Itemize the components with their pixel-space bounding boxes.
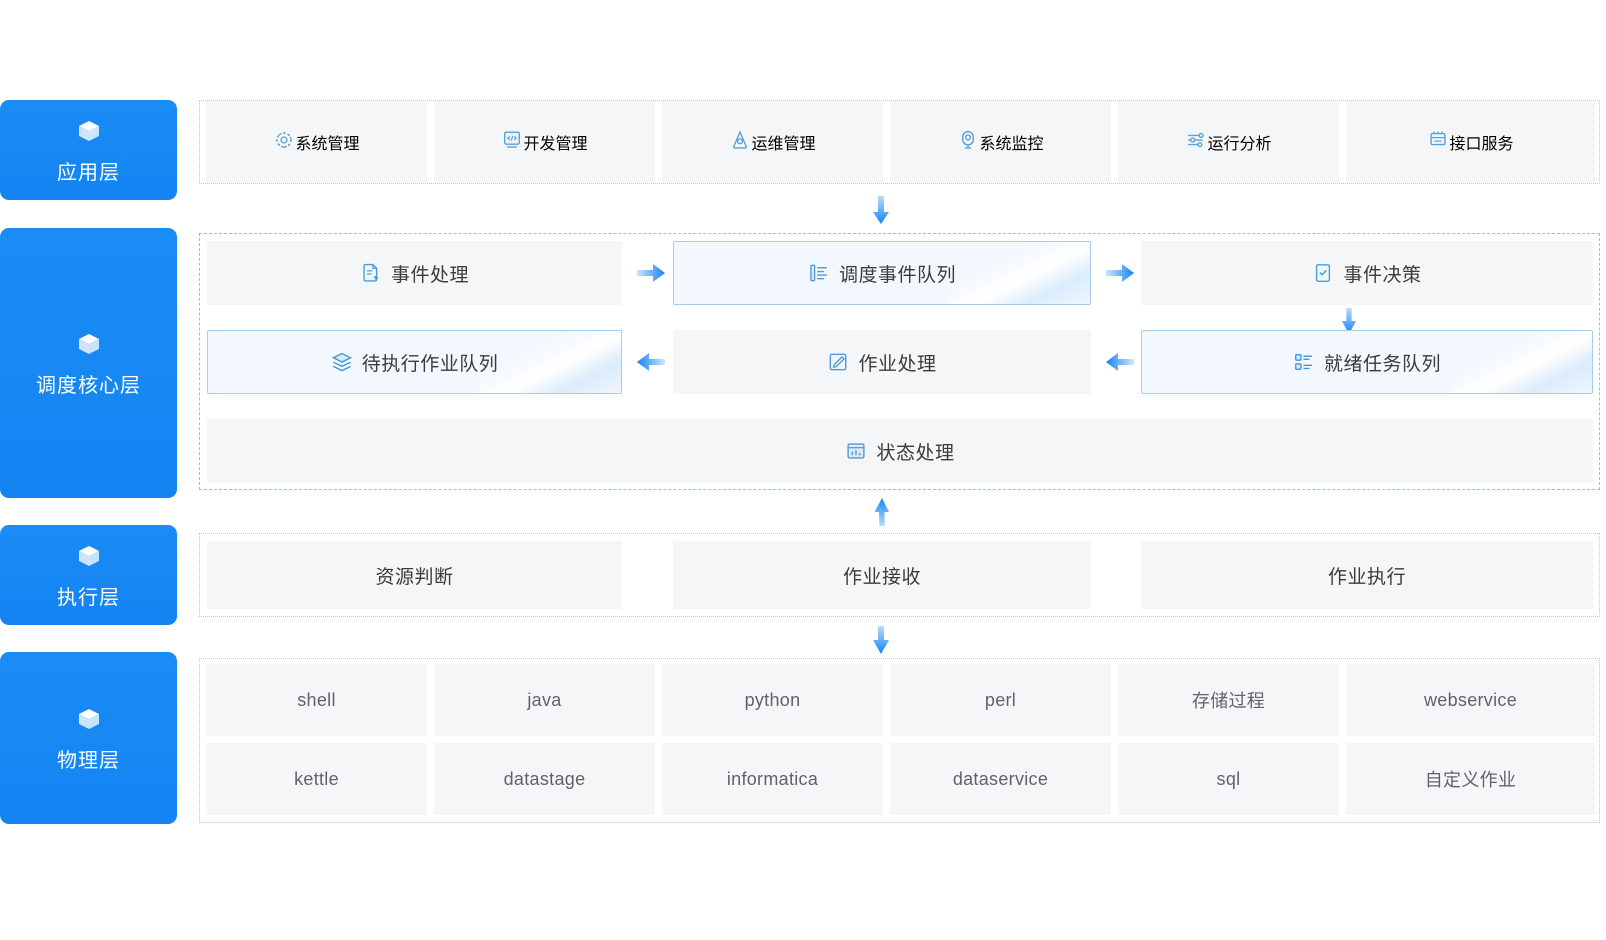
rail-execution-layer[interactable]: 执行层 [0,525,177,625]
app-item-label: 接口服务 [1449,136,1514,153]
core-card-event-processing[interactable]: 事件处理 [207,241,622,305]
chart-status-icon [845,440,867,462]
physical-card[interactable]: 自定义作业 [1346,743,1595,815]
physical-layer-container: shell java python perl 存储过程 webservice k… [199,658,1600,823]
sliders-analysis-icon [1185,129,1207,156]
rail-scheduling-core-layer[interactable]: 调度核心层 [0,228,177,498]
core-card-status-processing[interactable]: 状态处理 [207,419,1593,483]
physical-card[interactable]: java [434,664,655,736]
physical-card[interactable]: kettle [206,743,427,815]
physical-card-label: kettle [294,768,339,789]
physical-card-label: informatica [726,768,819,789]
core-card-label: 事件处理 [390,264,469,286]
physical-card-label: 自定义作业 [1424,770,1517,790]
app-item-label: 系统管理 [295,136,360,153]
physical-card[interactable]: informatica [662,743,883,815]
core-card-label: 事件决策 [1343,264,1422,286]
core-card-job-processing[interactable]: 作业处理 [673,330,1091,394]
rail-application-layer[interactable]: 应用层 [0,100,177,200]
rail-physical-layer[interactable]: 物理层 [0,652,177,824]
app-item-label: 运维管理 [751,136,816,153]
core-card-label: 调度事件队列 [838,264,956,286]
cube-icon [72,328,106,360]
core-card-ready-task-queue[interactable]: 就绪任务队列 [1141,330,1593,394]
exec-to-physical-arrow [869,626,893,654]
jobproc-to-pending-arrow [637,353,665,371]
physical-card-label: webservice [1423,689,1518,710]
queue-list-icon [808,262,830,284]
exec-card-job-reception[interactable]: 作业接收 [673,541,1091,609]
api-service-icon [1427,129,1449,156]
checkbox-doc-icon [1312,262,1334,284]
core-card-label: 就绪任务队列 [1323,353,1441,375]
physical-card[interactable]: shell [206,664,427,736]
app-item-label: 运行分析 [1207,136,1272,153]
physical-card[interactable]: datastage [434,743,655,815]
app-item-operations-management[interactable]: 运维管理 [662,101,883,183]
physical-card-label: perl [984,689,1017,710]
task-list-icon [1293,351,1315,373]
physical-card-label: java [527,689,562,710]
physical-card-label: sql [1216,768,1241,789]
rail-label: 物理层 [57,750,120,772]
layers-icon [331,351,353,373]
cube-icon [72,703,106,735]
exec-card-label: 作业执行 [1327,566,1406,588]
physical-card-label: shell [297,689,336,710]
cube-icon [72,115,106,147]
physical-card-label: 存储过程 [1191,691,1266,711]
cube-icon [72,540,106,572]
app-item-operation-analysis[interactable]: 运行分析 [1118,101,1339,183]
app-item-system-monitoring[interactable]: 系统监控 [890,101,1111,183]
core-to-exec-arrow [872,498,892,526]
physical-card[interactable]: sql [1118,743,1339,815]
app-to-core-arrow [869,196,893,226]
monitor-camera-icon [957,129,979,156]
physical-card-label: dataservice [952,768,1049,789]
code-window-icon [501,129,523,156]
scheduling-core-layer-container: 事件处理 调度事件队列 [199,233,1600,490]
app-item-label: 开发管理 [523,136,588,153]
physical-card-label: python [744,689,801,710]
gear-icon [273,129,295,156]
app-item-system-management[interactable]: 系统管理 [206,101,427,183]
document-arrow-icon [360,262,382,284]
core-card-label: 待执行作业队列 [361,353,499,375]
exec-card-label: 作业接收 [842,566,921,588]
physical-card[interactable]: dataservice [890,743,1111,815]
exec-card-resource-judgement[interactable]: 资源判断 [207,541,622,609]
physical-card-label: datastage [503,768,586,789]
core-card-label: 状态处理 [876,442,955,464]
core-card-label: 作业处理 [858,353,937,375]
rail-label: 执行层 [57,587,120,609]
app-item-label: 系统监控 [979,136,1044,153]
app-item-development-management[interactable]: 开发管理 [434,101,655,183]
exec-card-job-execution[interactable]: 作业执行 [1141,541,1593,609]
event-to-queue-arrow [637,264,665,282]
triangle-ops-icon [729,129,751,156]
core-card-schedule-event-queue[interactable]: 调度事件队列 [673,241,1091,305]
pencil-box-icon [827,351,849,373]
exec-card-label: 资源判断 [375,566,454,588]
application-layer-container: 系统管理 开发管理 运维管理 [199,100,1600,184]
core-card-event-decision[interactable]: 事件决策 [1141,241,1593,305]
physical-card[interactable]: 存储过程 [1118,664,1339,736]
execution-layer-container: 资源判断 作业接收 作业执行 [199,533,1600,617]
core-card-pending-job-queue[interactable]: 待执行作业队列 [207,330,622,394]
physical-card[interactable]: webservice [1346,664,1595,736]
physical-card[interactable]: python [662,664,883,736]
rail-label: 应用层 [57,162,120,184]
rail-label: 调度核心层 [36,375,141,397]
physical-card[interactable]: perl [890,664,1111,736]
ready-to-jobproc-arrow [1106,353,1134,371]
queue-to-decision-arrow [1106,264,1134,282]
app-item-interface-service[interactable]: 接口服务 [1346,101,1595,183]
